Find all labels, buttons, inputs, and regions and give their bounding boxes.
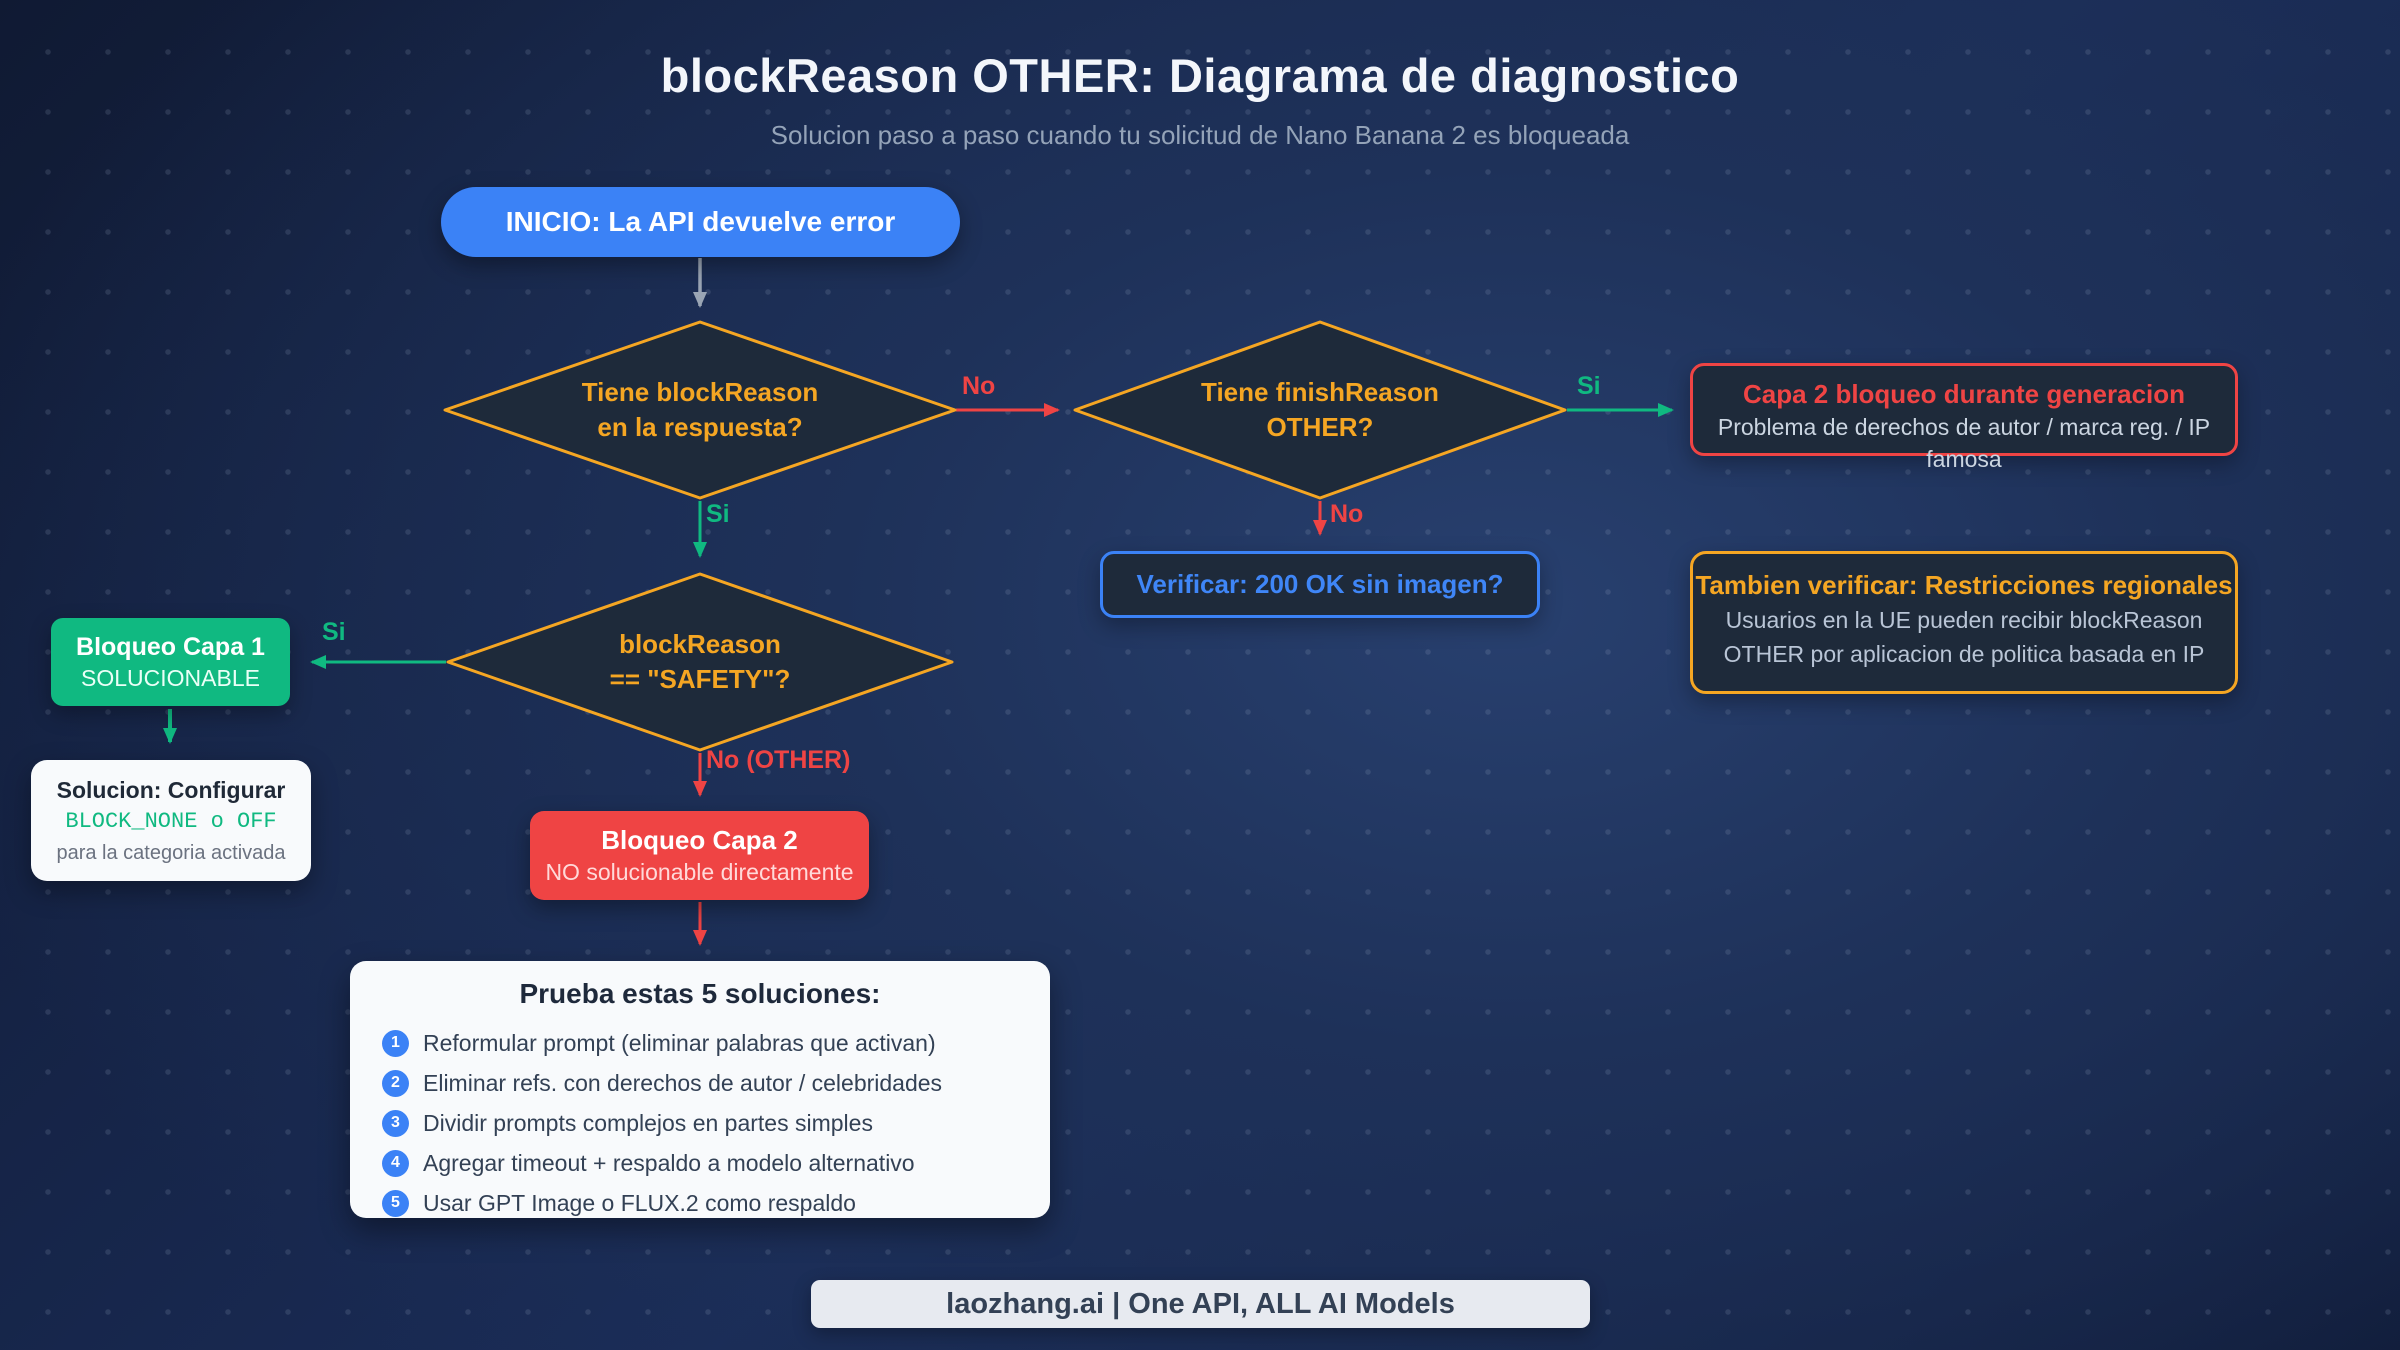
result-layer2-subtitle: NO solucionable directamente bbox=[545, 859, 854, 885]
decision-safety-line2: == "SAFETY"? bbox=[609, 664, 791, 694]
decision-safety-shape bbox=[446, 572, 954, 752]
step-text: Agregar timeout + respaldo a modelo alte… bbox=[423, 1149, 915, 1176]
start-node: INICIO: La API devuelve error bbox=[441, 187, 960, 257]
decision-blockreason-line2: en la respuesta? bbox=[597, 412, 803, 442]
edge-label-no-finishreason: No bbox=[1330, 500, 1364, 528]
result-layer1-title: Bloqueo Capa 1 bbox=[76, 633, 265, 661]
result-layer2-generation-title: Capa 2 bloqueo durante generacion bbox=[1742, 379, 2186, 409]
solution-config-code: BLOCK_NONE o OFF bbox=[65, 808, 277, 834]
decision-safety-line1: blockReason bbox=[619, 629, 781, 659]
solution-config: Solucion: Configurar BLOCK_NONE o OFF pa… bbox=[31, 760, 311, 881]
decision-finishreason-line1: Tiene finishReason bbox=[1201, 377, 1439, 407]
result-layer2-title: Bloqueo Capa 2 bbox=[601, 825, 798, 855]
footer-brand-badge: laozhang.ai | One API, ALL AI Models bbox=[811, 1280, 1590, 1328]
edge-label-si-finishreason: Si bbox=[1577, 372, 1601, 400]
page-subtitle: Solucion paso a paso cuando tu solicitud… bbox=[770, 120, 1630, 150]
decision-blockreason: Tiene blockReason en la respuesta? bbox=[500, 375, 900, 445]
list-item: 1 Reformular prompt (eliminar palabras q… bbox=[350, 1023, 1050, 1063]
list-item: 4 Agregar timeout + respaldo a modelo al… bbox=[350, 1143, 1050, 1183]
edge-label-no-safety: No (OTHER) bbox=[706, 746, 851, 774]
note-regional-line2: OTHER por aplicacion de politica basada … bbox=[1723, 641, 2205, 667]
step-number-badge: 5 bbox=[382, 1189, 409, 1217]
step-number-badge: 4 bbox=[382, 1149, 409, 1177]
decision-finishreason-line2: OTHER? bbox=[1266, 412, 1374, 442]
list-item: 2 Eliminar refs. con derechos de autor /… bbox=[350, 1063, 1050, 1103]
edge-label-si-blockreason: Si bbox=[706, 500, 730, 528]
decision-safety: blockReason == "SAFETY"? bbox=[500, 627, 900, 697]
result-layer1: Bloqueo Capa 1 SOLUCIONABLE bbox=[51, 618, 290, 706]
result-layer2-generation: Capa 2 bloqueo durante generacion Proble… bbox=[1690, 363, 2238, 472]
check-200ok-node: Verificar: 200 OK sin imagen? bbox=[1100, 551, 1540, 618]
check-200ok-label: Verificar: 200 OK sin imagen? bbox=[1136, 569, 1504, 599]
step-number-badge: 2 bbox=[382, 1069, 409, 1097]
decision-finishreason-shape bbox=[1073, 320, 1567, 500]
start-node-label: INICIO: La API devuelve error bbox=[505, 206, 896, 237]
solutions-panel: Prueba estas 5 soluciones: 1 Reformular … bbox=[350, 961, 1050, 1218]
step-text: Dividir prompts complejos en partes simp… bbox=[423, 1109, 873, 1136]
list-item: 3 Dividir prompts complejos en partes si… bbox=[350, 1103, 1050, 1143]
edge-label-si-safety: Si bbox=[322, 618, 346, 646]
step-text: Reformular prompt (eliminar palabras que… bbox=[423, 1029, 936, 1056]
step-number-badge: 1 bbox=[382, 1029, 409, 1057]
decision-blockreason-line1: Tiene blockReason bbox=[581, 377, 819, 407]
result-layer1-subtitle: SOLUCIONABLE bbox=[81, 665, 260, 691]
decision-blockreason-shape bbox=[443, 320, 957, 500]
step-text: Usar GPT Image o FLUX.2 como respaldo bbox=[423, 1189, 856, 1216]
page-title: blockReason OTHER: Diagrama de diagnosti… bbox=[660, 49, 1740, 102]
result-layer2: Bloqueo Capa 2 NO solucionable directame… bbox=[530, 811, 869, 900]
result-layer2-generation-body: Problema de derechos de autor / marca re… bbox=[1717, 414, 2211, 472]
solutions-list: 1 Reformular prompt (eliminar palabras q… bbox=[350, 1023, 1050, 1223]
note-regional-title: Tambien verificar: Restricciones regiona… bbox=[1695, 570, 2233, 600]
note-regional-line1: Usuarios en la UE pueden recibir blockRe… bbox=[1725, 607, 2203, 633]
note-regional: Tambien verificar: Restricciones regiona… bbox=[1690, 551, 2238, 694]
solutions-panel-title: Prueba estas 5 soluciones: bbox=[519, 978, 881, 1009]
footer-brand-text: laozhang.ai | One API, ALL AI Models bbox=[946, 1287, 1455, 1320]
step-number-badge: 3 bbox=[382, 1109, 409, 1137]
step-text: Eliminar refs. con derechos de autor / c… bbox=[423, 1069, 943, 1096]
decision-finishreason: Tiene finishReason OTHER? bbox=[1120, 375, 1520, 445]
edge-label-no-blockreason: No bbox=[962, 372, 996, 400]
solution-config-title: Solucion: Configurar bbox=[56, 776, 286, 803]
list-item: 5 Usar GPT Image o FLUX.2 como respaldo bbox=[350, 1183, 1050, 1223]
solution-config-body: para la categoria activada bbox=[56, 841, 286, 864]
